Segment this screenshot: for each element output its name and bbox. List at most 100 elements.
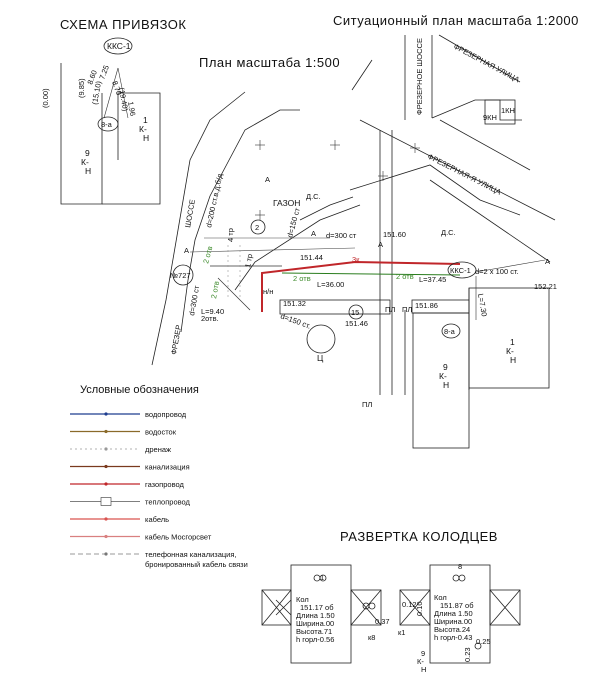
- legend-label: канализация: [145, 463, 190, 472]
- well-1-elev: 151.17 об: [300, 603, 334, 612]
- legend-label: дренаж: [145, 445, 171, 454]
- len-3: L=37.45: [419, 275, 446, 284]
- situation-road3: ФРЕЗЕРНАЯ-Я УЛИЦА: [426, 152, 503, 197]
- new-well-3k: 3к: [352, 255, 360, 264]
- pipe-200: d=200 ст.в.д.б/д: [204, 172, 224, 228]
- scheme-dim-4: 7.25: [97, 64, 110, 81]
- situation-bldg-1: 1КН: [501, 106, 515, 115]
- scheme-building-9-n: Н: [85, 166, 91, 176]
- well-8-dim-e: к1: [398, 628, 405, 637]
- well-1-dim-b: к8: [368, 633, 375, 642]
- well-8-dim-a: 0.12: [402, 600, 417, 609]
- otv-5: 2отв.: [201, 314, 219, 323]
- legend-label: водопровод: [145, 410, 187, 419]
- legend-item: кабель Мосгорсвет: [70, 533, 212, 542]
- pl-3: ПЛ: [362, 400, 372, 409]
- well-1-dim-a: 0.37: [375, 617, 390, 626]
- scheme-dim-6: (19.40): [117, 87, 130, 112]
- scheme-dim-1: (9.85): [77, 78, 86, 98]
- plan-street-frezer: ФРЕЗЕР: [169, 324, 183, 355]
- well-8-dim-h: Н: [421, 665, 426, 674]
- plan-ds-2: Д.С.: [441, 228, 456, 237]
- pipe-300b: d=300 ст: [187, 284, 201, 316]
- situation-bldg-9: 9КН: [483, 113, 497, 122]
- legend-marker: [104, 517, 108, 521]
- legend-box-marker: [100, 497, 112, 506]
- legend-item: водосток: [70, 428, 177, 437]
- pipe-2x100: d=2 x 100 ст.: [475, 267, 519, 276]
- plan-ds-1: Д.С.: [306, 192, 321, 201]
- a-4: А: [378, 240, 383, 249]
- tr-4: 4 тр: [226, 228, 235, 242]
- tr-1: 1 тр: [243, 253, 254, 268]
- otv-2: 2 отв: [209, 280, 221, 299]
- legend-item: телефонная канализация,бронированный каб…: [70, 550, 248, 569]
- well-8-dim-c: 0.25: [476, 637, 491, 646]
- legend-marker: [104, 412, 108, 416]
- scheme-building-1-mat: К-: [139, 124, 147, 134]
- well-8-dim-b: 0.10: [415, 601, 424, 616]
- scheme-well-kks: [103, 37, 133, 55]
- otv-3: 2 отв: [293, 274, 311, 283]
- well-1-height: Высота.71: [296, 627, 332, 636]
- main-plan: №727 2 15 ККС-1 8-а Ц ШОССЕ ФРЕЗЕР ГАЗОН…: [151, 91, 557, 449]
- scheme-building-9: 9: [85, 148, 90, 158]
- well-727: [172, 264, 194, 286]
- legend-label: телефонная канализация,бронированный каб…: [145, 550, 248, 569]
- legend-item: теплопровод: [70, 497, 191, 507]
- scheme-well-8a-label: 8-а: [101, 120, 113, 129]
- legend-marker: [104, 482, 108, 486]
- well-1-hgorl: h горл-0.56: [296, 635, 334, 644]
- el-1: 151.44: [300, 253, 323, 262]
- plan-building-9-n: Н: [443, 380, 449, 390]
- legend-label: кабель Мосгорсвет: [145, 533, 212, 542]
- plan-building-1: 1: [510, 337, 515, 347]
- legend-marker: [104, 552, 108, 556]
- well-1-kol: Кол: [296, 595, 309, 604]
- legend-item: канализация: [70, 463, 190, 472]
- plan-building-1-mat: К-: [506, 346, 514, 356]
- well-8-length: Длина 1.50: [434, 609, 473, 618]
- a-2: А: [184, 246, 189, 255]
- legend-item: дренаж: [70, 445, 171, 454]
- well-unfold-1: 1 Кол 151.17 об Длина 1.50 Ширина.00 Выс…: [261, 564, 390, 664]
- plan-scale-title: План масштаба 1:500: [199, 55, 340, 70]
- len-4: L=7.30: [476, 293, 489, 317]
- well-8-hgorl: h горл-0.43: [434, 633, 472, 642]
- scheme-building-9-mat: К-: [81, 157, 89, 167]
- legend-item: газопровод: [70, 480, 184, 489]
- len-1: L=9.40: [201, 307, 224, 316]
- label-nn: н/н: [263, 287, 273, 296]
- legend-label: водосток: [145, 428, 177, 437]
- legend-item: кабель: [70, 515, 169, 524]
- a-3: А: [311, 229, 316, 238]
- scheme-dim-3: (15.10): [90, 80, 103, 105]
- plan-lawn: ГАЗОН: [273, 198, 300, 208]
- well-kks-1-label: ККС-1: [450, 266, 471, 275]
- scheme-dim-7: 1.96: [126, 101, 137, 117]
- well-8-dim-d: 0.23: [463, 647, 472, 662]
- well-8-kol: Кол: [434, 593, 447, 602]
- well-8a: [441, 323, 461, 339]
- bindings-scheme: ККС-1 8-а (0.00) (9.85) 8.60 (15.10) 7.2…: [41, 37, 161, 205]
- well-8-width: Ширина.00: [434, 617, 472, 626]
- wells-title: РАЗВЕРТКА КОЛОДЦЕВ: [340, 529, 498, 544]
- pl-1: ПЛ: [385, 305, 395, 314]
- well-8-height: Высота.24: [434, 625, 470, 634]
- pipe-300a: d=300 ст: [326, 231, 357, 240]
- el-3: 151.32: [283, 299, 306, 308]
- plan-street-shosse: ШОССЕ: [183, 199, 197, 229]
- scheme-building-1: 1: [143, 115, 148, 125]
- legend-label: газопровод: [145, 480, 184, 489]
- situation-plan: ФРЕЗЕРНОЕ ШОССЕ ФРЕЗЕРНАЯ УЛИЦА ФРЕЗЕРНА…: [351, 34, 556, 221]
- well-727-label: №727: [170, 271, 191, 280]
- well-8-dim-f: 9: [421, 649, 425, 658]
- legend-marker: [104, 534, 108, 539]
- well-8a-label: 8-а: [444, 327, 456, 336]
- plan-building-9-mat: К-: [439, 371, 447, 381]
- well-15: [348, 304, 364, 320]
- legend-label: теплопровод: [145, 498, 191, 507]
- legend-label: кабель: [145, 515, 169, 524]
- well-1-length: Длина 1.50: [296, 611, 335, 620]
